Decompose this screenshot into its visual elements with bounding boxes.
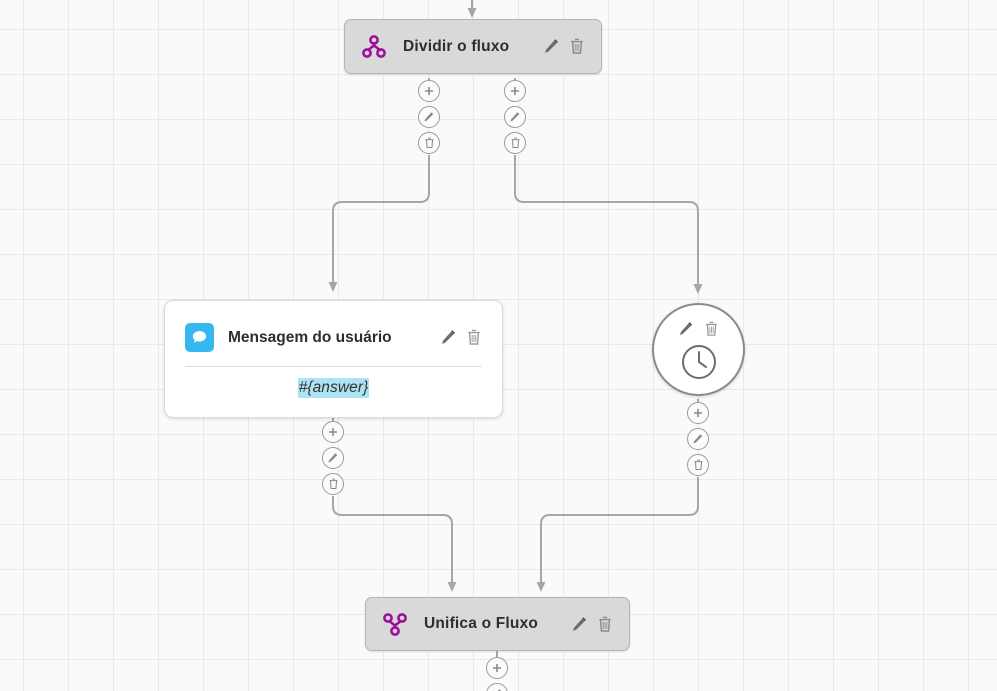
- node-unifica-o-fluxo[interactable]: Unifica o Fluxo: [365, 597, 630, 651]
- plus-icon[interactable]: [687, 402, 709, 424]
- pencil-icon[interactable]: [678, 321, 694, 337]
- divider: [185, 366, 482, 367]
- node-actions: [543, 38, 585, 55]
- node-title: Dividir o fluxo: [403, 37, 510, 55]
- trash-icon[interactable]: [687, 454, 709, 476]
- variable-token: #{answer}: [297, 378, 370, 398]
- node-actions: [571, 616, 613, 633]
- node-header: Mensagem do usuário: [165, 301, 502, 352]
- node-mensagem-do-usuario[interactable]: Mensagem do usuário #{answer}: [164, 300, 503, 418]
- node-actions: [440, 329, 482, 346]
- node-delay[interactable]: [652, 303, 745, 396]
- node-body: #{answer}: [165, 367, 502, 417]
- pencil-icon[interactable]: [322, 447, 344, 469]
- pencil-icon[interactable]: [571, 616, 588, 633]
- plus-icon[interactable]: [418, 80, 440, 102]
- node-title: Unifica o Fluxo: [424, 615, 539, 632]
- connector-stack-user-message[interactable]: [322, 421, 344, 495]
- node-title: Mensagem do usuário: [228, 328, 392, 346]
- plus-icon[interactable]: [504, 80, 526, 102]
- pencil-icon[interactable]: [687, 428, 709, 450]
- trash-icon[interactable]: [704, 321, 719, 337]
- clock-icon: [679, 342, 719, 387]
- trash-icon[interactable]: [466, 329, 482, 346]
- pencil-icon[interactable]: [504, 106, 526, 128]
- pencil-icon[interactable]: [486, 683, 508, 691]
- pencil-icon[interactable]: [418, 106, 440, 128]
- connector-stack-split-right[interactable]: [504, 80, 526, 154]
- node-actions: [678, 321, 719, 337]
- connector-stack-split-left[interactable]: [418, 80, 440, 154]
- trash-icon[interactable]: [418, 132, 440, 154]
- chat-bubble-icon: [185, 323, 214, 352]
- plus-icon[interactable]: [322, 421, 344, 443]
- trash-icon[interactable]: [322, 473, 344, 495]
- flow-split-icon: [361, 34, 387, 60]
- plus-icon[interactable]: [486, 657, 508, 679]
- trash-icon[interactable]: [569, 38, 585, 55]
- pencil-icon[interactable]: [543, 38, 560, 55]
- connector-stack-merge[interactable]: [486, 657, 508, 691]
- pencil-icon[interactable]: [440, 329, 457, 346]
- connector-stack-delay[interactable]: [687, 402, 709, 476]
- trash-icon[interactable]: [597, 616, 613, 633]
- flow-merge-icon: [382, 611, 408, 637]
- node-dividir-o-fluxo[interactable]: Dividir o fluxo: [344, 19, 602, 74]
- trash-icon[interactable]: [504, 132, 526, 154]
